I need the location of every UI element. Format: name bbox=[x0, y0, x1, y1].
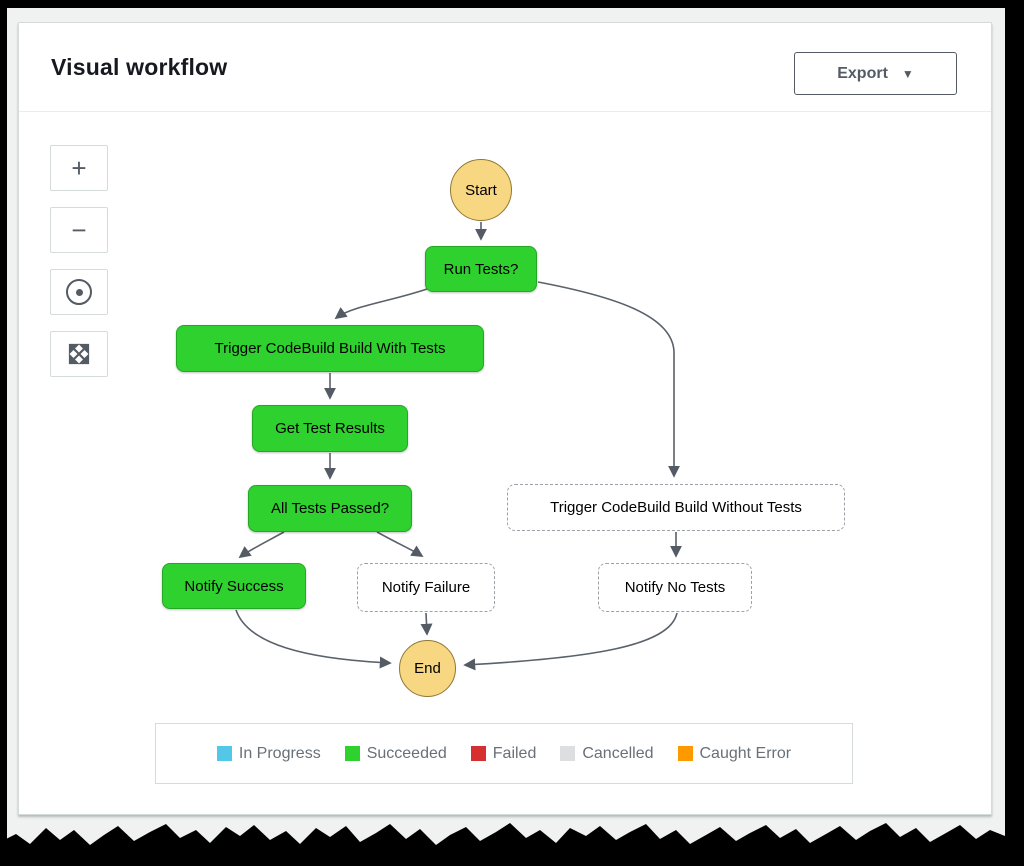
legend-label: Cancelled bbox=[582, 744, 654, 762]
succeeded-swatch bbox=[344, 746, 360, 761]
node-label: Start bbox=[465, 181, 497, 199]
node-label: Notify No Tests bbox=[624, 579, 726, 596]
legend-item-cancelled: Cancelled bbox=[560, 744, 654, 763]
legend-label: In Progress bbox=[238, 744, 321, 762]
center-dot-icon bbox=[66, 279, 92, 305]
in-progress-swatch bbox=[216, 746, 232, 761]
legend-label: Caught Error bbox=[699, 744, 792, 762]
export-button-label: Export bbox=[837, 64, 888, 82]
legend-item-failed: Failed bbox=[470, 744, 537, 763]
fit-view-button[interactable] bbox=[50, 331, 108, 377]
node-end[interactable]: End bbox=[399, 640, 456, 697]
node-run-tests[interactable]: Run Tests? bbox=[425, 246, 537, 292]
node-label: Get Test Results bbox=[275, 420, 385, 437]
export-button[interactable]: Export ▼ bbox=[794, 52, 957, 95]
failed-swatch bbox=[470, 746, 486, 761]
expand-arrows-icon bbox=[68, 343, 90, 365]
center-view-button[interactable] bbox=[50, 269, 108, 315]
zoom-out-button[interactable]: − bbox=[50, 207, 108, 253]
node-notify-success[interactable]: Notify Success bbox=[162, 563, 306, 609]
minus-icon: − bbox=[71, 215, 87, 245]
visual-workflow-panel: Visual workflow Export ▼ bbox=[18, 22, 992, 815]
panel-header: Visual workflow Export ▼ bbox=[19, 23, 991, 112]
status-legend: In Progress Succeeded Failed Cancelled C… bbox=[155, 723, 853, 784]
caret-down-icon: ▼ bbox=[901, 66, 914, 81]
legend-item-caught-error: Caught Error bbox=[677, 744, 792, 763]
plus-icon: + bbox=[71, 153, 87, 183]
node-get-test-results[interactable]: Get Test Results bbox=[252, 405, 408, 452]
node-label: Trigger CodeBuild Build Without Tests bbox=[550, 499, 802, 516]
node-trigger-codebuild-build-with-tests[interactable]: Trigger CodeBuild Build With Tests bbox=[176, 325, 484, 372]
node-start[interactable]: Start bbox=[450, 159, 512, 221]
node-label: End bbox=[414, 660, 441, 677]
page-title: Visual workflow bbox=[51, 53, 228, 80]
legend-item-succeeded: Succeeded bbox=[344, 744, 447, 763]
zoom-in-button[interactable]: + bbox=[50, 145, 108, 191]
caught-error-swatch bbox=[677, 746, 693, 761]
node-notify-no-tests[interactable]: Notify No Tests bbox=[598, 563, 752, 612]
node-label: Notify Success bbox=[184, 577, 284, 595]
cancelled-swatch bbox=[560, 746, 576, 761]
node-label: All Tests Passed? bbox=[270, 500, 390, 517]
node-all-tests-passed[interactable]: All Tests Passed? bbox=[248, 485, 412, 532]
legend-label: Failed bbox=[492, 744, 537, 762]
legend-item-in-progress: In Progress bbox=[216, 744, 321, 763]
legend-label: Succeeded bbox=[366, 744, 447, 762]
node-label: Trigger CodeBuild Build With Tests bbox=[214, 340, 446, 357]
node-notify-failure[interactable]: Notify Failure bbox=[357, 563, 495, 612]
node-label: Notify Failure bbox=[381, 579, 471, 596]
node-label: Run Tests? bbox=[443, 260, 519, 278]
node-trigger-codebuild-build-without-tests[interactable]: Trigger CodeBuild Build Without Tests bbox=[507, 484, 845, 531]
